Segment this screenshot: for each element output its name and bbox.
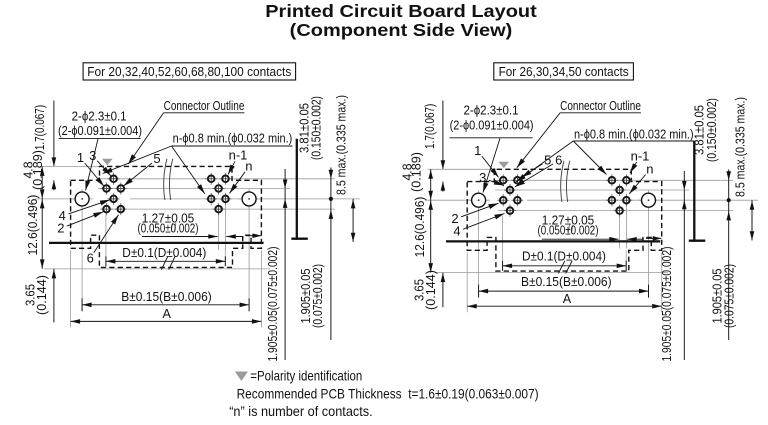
svg-text:2-ϕ2.3±0.1: 2-ϕ2.3±0.1	[72, 109, 127, 123]
svg-text:n-1: n-1	[229, 148, 248, 163]
svg-text:1.7(0.067): 1.7(0.067)	[33, 105, 47, 150]
svg-text:4: 4	[453, 224, 460, 239]
svg-text:A: A	[563, 292, 572, 306]
svg-text:4.8: 4.8	[401, 164, 415, 181]
svg-text:(0.150±0.002): (0.150±0.002)	[309, 96, 323, 160]
svg-text:Recommended PCB Thickness t=1: Recommended PCB Thickness t=1.6±0.19(0.0…	[237, 385, 539, 401]
svg-text:8.5 max.(0.335 max.): 8.5 max.(0.335 max.)	[734, 97, 748, 197]
svg-text:(2-ϕ0.091±0.004): (2-ϕ0.091±0.004)	[450, 119, 534, 133]
svg-text:2: 2	[451, 211, 458, 226]
svg-text:3.65: 3.65	[413, 279, 427, 301]
svg-text:1.905±0.05: 1.905±0.05	[299, 269, 313, 324]
svg-text:n-ϕ0.8 min.(ϕ0.032 min.): n-ϕ0.8 min.(ϕ0.032 min.)	[574, 128, 694, 142]
svg-text:(0.189): (0.189)	[31, 150, 45, 190]
svg-text:4.8: 4.8	[22, 162, 36, 179]
svg-text:=Polarity identification: =Polarity identification	[250, 368, 362, 384]
svg-text:1.905±0.05(0.075±0.002): 1.905±0.05(0.075±0.002)	[266, 247, 280, 362]
svg-text:B±0.15(B±0.006): B±0.15(B±0.006)	[121, 290, 212, 304]
svg-text:(0.189): (0.189)	[410, 152, 424, 192]
svg-text:(0.150±0.002): (0.150±0.002)	[705, 98, 719, 162]
svg-text:B±0.15(B±0.006): B±0.15(B±0.006)	[521, 275, 612, 289]
svg-text:n: n	[245, 159, 252, 174]
svg-text:n-ϕ0.8 min.(ϕ0.032 min.): n-ϕ0.8 min.(ϕ0.032 min.)	[173, 132, 293, 146]
svg-text:1.27±0.05: 1.27±0.05	[142, 211, 195, 225]
svg-text:3: 3	[479, 170, 486, 185]
svg-text:1.7(0.067): 1.7(0.067)	[423, 104, 437, 149]
svg-text:2-ϕ2.3±0.1: 2-ϕ2.3±0.1	[464, 104, 519, 118]
svg-text:4: 4	[59, 208, 66, 223]
svg-text:12.6(0.496): 12.6(0.496)	[26, 195, 40, 256]
svg-text:For 20,32,40,52,60,68,80,100 c: For 20,32,40,52,60,68,80,100 contacts	[87, 64, 291, 79]
svg-text:D±0.1(D±0.004): D±0.1(D±0.004)	[122, 246, 206, 260]
svg-text:5: 5	[153, 151, 160, 166]
svg-text:3: 3	[89, 148, 96, 163]
svg-text:n-1: n-1	[631, 149, 650, 164]
svg-text:Connector Outline: Connector Outline	[164, 99, 245, 113]
svg-text:3.81±0.05: 3.81±0.05	[297, 103, 311, 153]
svg-text:5: 5	[544, 153, 551, 168]
svg-text:3.65: 3.65	[24, 284, 38, 306]
svg-text:(0.075±0.002): (0.075±0.002)	[311, 264, 325, 328]
svg-text:(0.050±0.002): (0.050±0.002)	[538, 224, 599, 238]
svg-text:12.6(0.496): 12.6(0.496)	[413, 197, 427, 258]
svg-text:For 26,30,34,50 contacts: For 26,30,34,50 contacts	[499, 64, 629, 79]
svg-text:6: 6	[555, 153, 562, 168]
svg-text:(2-ϕ0.091±0.004): (2-ϕ0.091±0.004)	[58, 124, 142, 138]
svg-text:1: 1	[77, 150, 84, 165]
svg-text:6: 6	[87, 250, 94, 265]
svg-text:n: n	[646, 162, 653, 177]
svg-text:“n” is number of contacts.: “n” is number of contacts.	[229, 403, 373, 419]
svg-text:A: A	[162, 307, 171, 321]
svg-text:3.81±0.05: 3.81±0.05	[693, 105, 707, 155]
svg-text:(0.144): (0.144)	[424, 270, 438, 310]
svg-text:D±0.1(D±0.004): D±0.1(D±0.004)	[522, 250, 606, 264]
svg-text:(0.075±0.002): (0.075±0.002)	[723, 264, 737, 328]
svg-text:1.27±0.05: 1.27±0.05	[542, 213, 595, 227]
svg-text:1.905±0.05(0.075±0.002): 1.905±0.05(0.075±0.002)	[660, 247, 674, 362]
svg-text:(Component Side View): (Component Side View)	[290, 20, 513, 40]
svg-text:Printed Circuit Board Layout: Printed Circuit Board Layout	[265, 1, 537, 21]
svg-text:(0.050±0.002): (0.050±0.002)	[138, 222, 199, 236]
svg-text:1.905±0.05: 1.905±0.05	[711, 269, 725, 324]
svg-text:1: 1	[474, 143, 481, 158]
svg-text:Connector Outline: Connector Outline	[560, 99, 641, 113]
svg-text:(0.144): (0.144)	[35, 275, 49, 315]
svg-text:8.5 max.(0.335 max.): 8.5 max.(0.335 max.)	[335, 95, 349, 195]
svg-text:2: 2	[57, 221, 64, 236]
